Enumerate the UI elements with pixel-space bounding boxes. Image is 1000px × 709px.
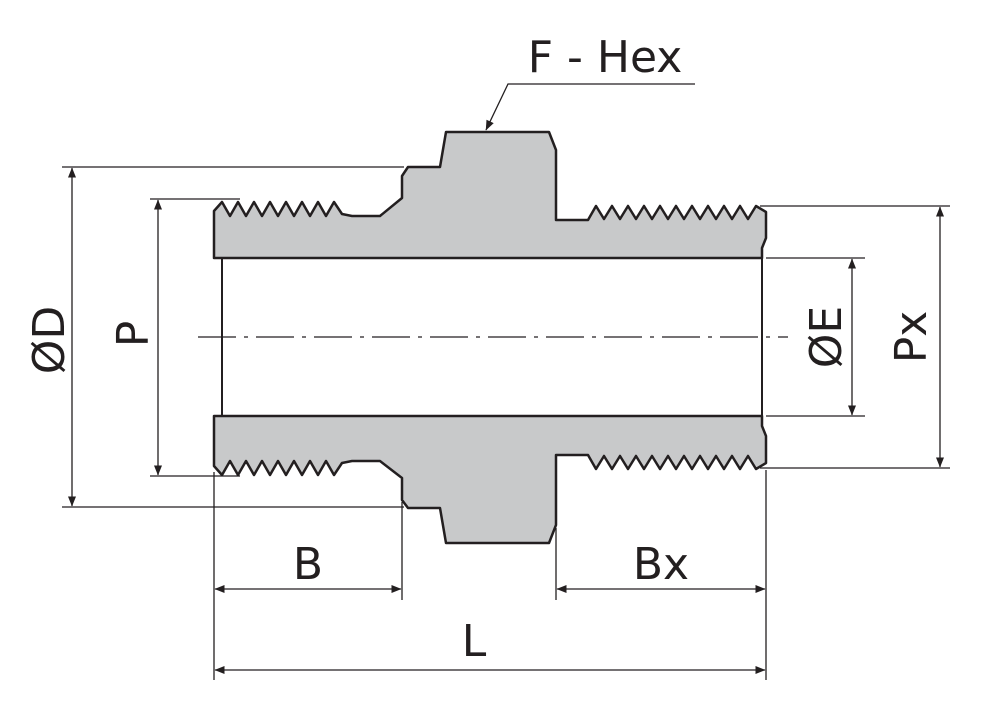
b-label: B	[293, 539, 323, 590]
extension-lines	[62, 166, 950, 680]
hex-leader-line	[485, 83, 695, 131]
px-label: Px	[886, 311, 937, 364]
p-label: P	[108, 321, 159, 348]
od-label: ØD	[24, 306, 75, 375]
upper-body-section	[212, 130, 768, 260]
l-label: L	[462, 616, 487, 667]
dimension-lines	[68, 167, 944, 674]
hex-label: F - Hex	[528, 32, 683, 83]
bx-label: Bx	[633, 539, 689, 590]
lower-body-section	[212, 414, 768, 545]
e-label: ØE	[801, 306, 852, 368]
